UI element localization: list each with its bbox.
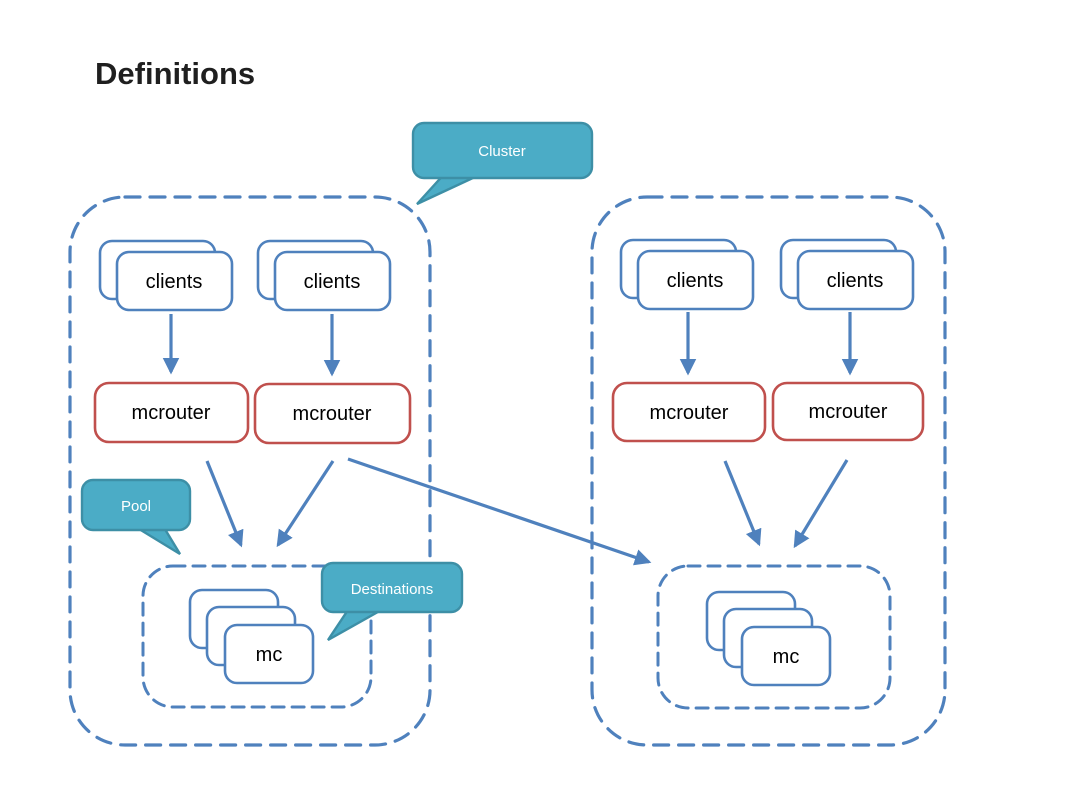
mc-stack: mc — [705, 590, 832, 687]
clients-label: clients — [146, 271, 203, 293]
mcrouter-rect — [611, 381, 767, 443]
mcrouter-label: mcrouter — [650, 402, 729, 424]
clients-stack: clients — [256, 239, 392, 312]
mc-box-front — [223, 623, 315, 685]
pool-right: mc — [656, 564, 892, 710]
arrow-mcrouter-to-pool — [276, 460, 335, 548]
arrow-mcrouter-to-remote-pool — [347, 457, 652, 566]
mc-label: mc — [773, 646, 800, 668]
clients-stack: clients — [619, 238, 755, 311]
clients-label: clients — [827, 270, 884, 292]
callout-pool-body — [80, 478, 192, 532]
arrow-mcrouter-to-pool — [205, 460, 244, 548]
cluster-right-boundary — [590, 195, 947, 747]
callout-pool-label: Pool — [121, 498, 151, 515]
mcrouter-label: mcrouter — [809, 401, 888, 423]
clients-stack: clients — [98, 239, 234, 312]
arrow-mcrouter-to-pool — [793, 459, 849, 549]
mcrouter-label: mcrouter — [293, 403, 372, 425]
mcrouter-box: mcrouter — [253, 382, 412, 445]
cluster-left-boundary — [68, 195, 432, 747]
clients-box-front — [636, 249, 755, 311]
mcrouter-rect — [253, 382, 412, 445]
mcrouter-rect — [93, 381, 250, 444]
clients-box-front — [115, 250, 234, 312]
mc-box-front — [740, 625, 832, 687]
clients-box-front — [273, 250, 392, 312]
callout-destinations: Destinations — [320, 561, 464, 642]
arrow-mcrouter-to-pool — [723, 460, 762, 547]
clients-box-front — [796, 249, 915, 311]
mcrouter-box: mcrouter — [611, 381, 767, 443]
mcrouter-box: mcrouter — [93, 381, 250, 444]
cluster-left: clients clients mcrouter mcrouter — [68, 195, 432, 747]
pool-left: mc — [141, 564, 373, 709]
callout-cluster-label: Cluster — [478, 143, 526, 160]
callout-cluster-body — [411, 121, 594, 180]
pool-left-boundary — [141, 564, 373, 709]
clients-label: clients — [304, 271, 361, 293]
mcrouter-box: mcrouter — [771, 381, 925, 442]
cluster-right: clients clients mcrouter mcrouter — [590, 195, 947, 747]
callout-pool: Pool — [80, 478, 192, 556]
mcrouter-label: mcrouter — [132, 402, 211, 424]
callout-cluster: Cluster — [411, 121, 594, 206]
mc-stack: mc — [188, 588, 315, 685]
clients-label: clients — [667, 270, 724, 292]
mc-label: mc — [256, 644, 283, 666]
mcrouter-rect — [771, 381, 925, 442]
callout-destinations-body — [320, 561, 464, 614]
page-title: Definitions — [95, 56, 256, 91]
clients-stack: clients — [779, 238, 915, 311]
callout-destinations-label: Destinations — [351, 581, 434, 598]
pool-right-boundary — [656, 564, 892, 710]
